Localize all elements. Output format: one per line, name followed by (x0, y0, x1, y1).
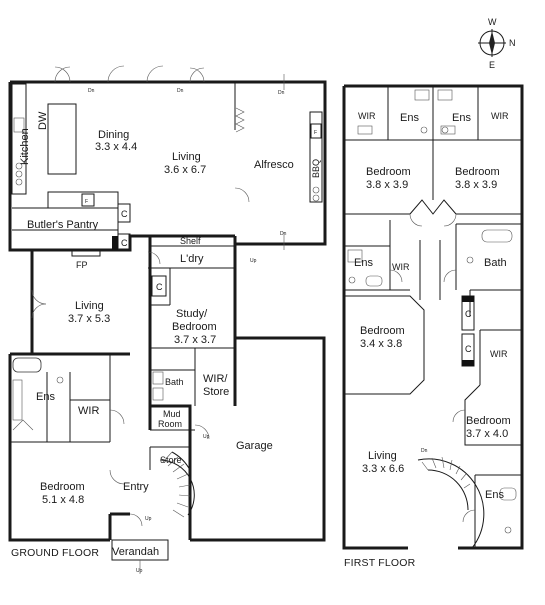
first-floor: WIR Ens Ens WIR Bedroom 3.8 x 3.9 Bedroo… (342, 84, 524, 569)
ff-cupboard-1: C (465, 309, 472, 319)
garage-label: Garage (236, 440, 273, 452)
ff-ens-right-label: Ens (452, 112, 471, 124)
entry-label: Entry (123, 481, 149, 493)
dishwasher-label: DW (37, 111, 49, 130)
cupboard-1: C (121, 209, 128, 219)
up-marker-2: Up (203, 434, 210, 440)
wir-store-label-2: Store (203, 386, 229, 398)
store-label: Store (160, 455, 182, 465)
ff-bedroom4-dim: 3.7 x 4.0 (466, 428, 508, 440)
bath-label: Bath (165, 377, 184, 387)
ff-dn-marker: Dn (421, 448, 428, 454)
bbq-label: BBQ (311, 159, 321, 178)
ground-floor: F C C FP C F (8, 65, 327, 574)
compass: W N E (478, 17, 516, 70)
compass-e: E (489, 60, 495, 70)
kitchen-label: Kitchen (19, 128, 31, 165)
ff-wir-mid-label: WIR (392, 262, 410, 272)
ff-wir-left-label: WIR (358, 111, 376, 121)
wir-label: WIR (78, 405, 99, 417)
fireplace-label: FP (76, 260, 88, 270)
dn-marker-2: Dn (177, 88, 184, 94)
bedroom-dim: 5.1 x 4.8 (42, 494, 84, 506)
living2-dim: 3.7 x 5.3 (68, 313, 110, 325)
ff-living-dim: 3.3 x 6.6 (362, 463, 404, 475)
ff-bedroom1-dim: 3.8 x 3.9 (366, 179, 408, 191)
ff-living-label: Living (368, 450, 397, 462)
wir-store-label: WIR/ (203, 373, 228, 385)
mud-label-2: Room (158, 419, 182, 429)
study-label-2: Bedroom (172, 321, 217, 333)
living-main-dim: 3.6 x 6.7 (164, 164, 206, 176)
up-marker-1: Up (250, 258, 257, 264)
first-floor-title: FIRST FLOOR (344, 557, 416, 569)
fridge-label-1: F (85, 199, 88, 205)
ff-bedroom4-label: Bedroom (466, 415, 511, 427)
up-marker-4: Up (136, 568, 143, 574)
living-main-label: Living (172, 151, 201, 163)
cupboard-3: C (156, 282, 163, 292)
dining-dim: 3.3 x 4.4 (95, 141, 137, 153)
ff-wir-right2-label: WIR (490, 349, 508, 359)
ff-ens-mid-label: Ens (354, 257, 373, 269)
ff-ens-bottom-label: Ens (485, 489, 504, 501)
ff-bedroom3-dim: 3.4 x 3.8 (360, 338, 402, 350)
up-marker-3: Up (145, 516, 152, 522)
dining-label: Dining (98, 129, 129, 141)
ff-bath-label: Bath (484, 257, 507, 269)
compass-n: N (509, 38, 516, 48)
dn-marker-4: Dn (280, 231, 287, 237)
ff-bedroom2-dim: 3.8 x 3.9 (455, 179, 497, 191)
ff-cupboard-2: C (465, 344, 472, 354)
study-label: Study/ (176, 308, 208, 320)
bedroom-label: Bedroom (40, 481, 85, 493)
dn-marker-3: Dn (278, 90, 285, 96)
ensuite-label: Ens (36, 391, 55, 403)
ff-bedroom1-label: Bedroom (366, 166, 411, 178)
ff-ens-left-label: Ens (400, 112, 419, 124)
fridge-label-2: F (314, 130, 317, 136)
study-dim: 3.7 x 3.7 (174, 334, 216, 346)
verandah-label: Verandah (112, 546, 159, 558)
ff-bedroom2-label: Bedroom (455, 166, 500, 178)
butlers-pantry-label: Butler's Pantry (27, 219, 99, 231)
shelf-label: Shelf (180, 236, 201, 246)
living2-label: Living (75, 300, 104, 312)
ff-wir-right-label: WIR (491, 111, 509, 121)
mud-label: Mud (163, 409, 181, 419)
ff-bedroom3-label: Bedroom (360, 325, 405, 337)
laundry-label: L'dry (180, 253, 204, 265)
cupboard-2: C (121, 238, 128, 248)
compass-w: W (488, 17, 497, 27)
dn-marker-1: Dn (88, 88, 95, 94)
alfresco-label: Alfresco (254, 159, 294, 171)
ground-floor-title: GROUND FLOOR (11, 547, 99, 559)
